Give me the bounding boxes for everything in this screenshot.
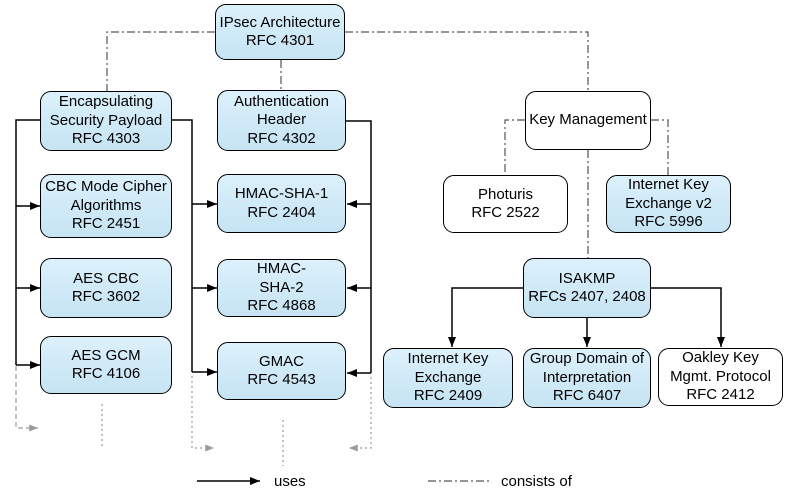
node-label: SHA-2 [259,278,304,296]
node-label: HMAC- [256,260,307,278]
node-rfc: RFC 4303 [71,130,141,148]
node-rfc: RFC 4301 [245,32,315,49]
node-group-domain-of-interpretation: Group Domain of Interpretation RFC 6407 [523,348,651,408]
node-label: Encapsulating [58,93,154,111]
node-rfc: RFC 4106 [71,365,141,382]
node-photuris: Photuris RFC 2522 [443,175,568,233]
legend-uses-label: uses [274,473,306,490]
node-rfc: RFC 4868 [247,297,316,315]
node-authentication-header: Authentication Header RFC 4302 [217,90,346,151]
node-label: CBC Mode Cipher [45,178,167,196]
node-label: GMAC [259,352,304,370]
node-aes-cbc: AES CBC RFC 3602 [40,258,172,318]
node-internet-key-exchange: Internet Key Exchange RFC 2409 [383,348,513,408]
node-rfc: RFC 2522 [471,204,540,221]
node-label: Interpretation [542,368,632,386]
node-ipsec-architecture: IPsec Architecture RFC 4301 [215,4,345,60]
node-rfc: RFC 2404 [247,203,316,221]
node-label: Mgmt. Protocol [670,367,771,385]
consists-of-connectors [106,31,669,258]
node-rfc: RFC 2409 [413,387,483,405]
node-label: Authentication [233,92,330,110]
node-label: Oakley Key [682,349,759,367]
node-label: Key Management [529,111,647,129]
node-encapsulating-security-payload: Encapsulating Security Payload RFC 4303 [40,91,172,151]
continuation-indicators [15,366,372,466]
node-label: Exchange v2 [625,194,712,212]
node-label: Group Domain of [529,350,645,368]
node-label: IPsec Architecture [219,13,341,31]
node-isakmp: ISAKMP RFCs 2407, 2408 [523,258,651,318]
node-label: AES GCM [71,346,141,364]
node-key-management: Key Management [525,91,651,150]
node-label: Internet Key [407,350,489,368]
node-label: HMAC-SHA-1 [234,185,329,202]
node-label: Algorithms [70,196,142,214]
node-aes-gcm: AES GCM RFC 4106 [40,336,172,394]
node-hmac-sha-2: HMAC- SHA-2 RFC 4868 [217,259,346,317]
node-rfc: RFC 2412 [686,386,755,404]
node-oakley-key-mgmt-protocol: Oakley Key Mgmt. Protocol RFC 2412 [658,348,783,406]
node-rfc: RFC 3602 [71,288,141,305]
node-hmac-sha-1: HMAC-SHA-1 RFC 2404 [217,174,346,233]
node-gmac: GMAC RFC 4543 [217,342,346,400]
node-cbc-mode-cipher-algorithms: CBC Mode Cipher Algorithms RFC 2451 [40,174,172,238]
node-label: ISAKMP [558,269,616,287]
node-rfc: RFC 4543 [247,371,316,388]
node-rfc: RFC 5996 [634,213,703,231]
node-label: Header [256,111,307,129]
node-rfc: RFC 2451 [71,215,141,233]
node-label: Photuris [477,185,534,203]
node-rfc: RFC 6407 [552,387,622,405]
node-label: Security Payload [49,111,163,129]
node-label: AES CBC [73,269,139,287]
uses-connectors [15,119,725,377]
node-rfc: RFC 4302 [247,129,316,147]
node-rfc: RFCs 2407, 2408 [528,288,646,305]
node-label: Internet Key [628,176,709,194]
legend-consists-of-label: consists of [501,473,572,490]
node-internet-key-exchange-v2: Internet Key Exchange v2 RFC 5996 [606,175,731,233]
node-label: Exchange [414,368,482,386]
